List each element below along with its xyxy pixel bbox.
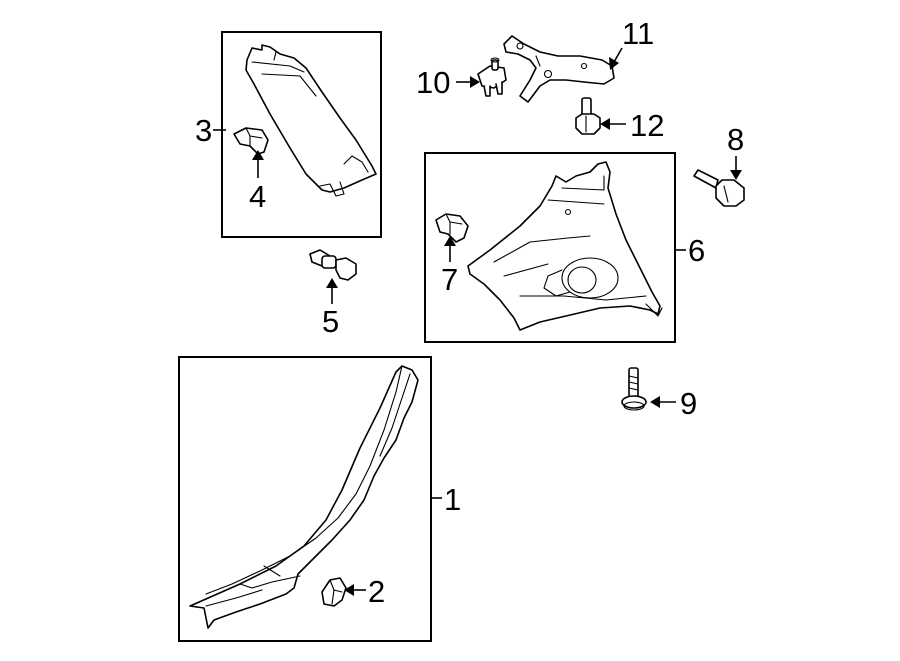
arrow-2: [344, 584, 366, 596]
callout-1: 1: [444, 482, 461, 517]
callout-3: 3: [195, 113, 212, 148]
lower-pillar-trim[interactable]: [189, 365, 419, 629]
screw-9[interactable]: [621, 367, 647, 411]
group-box-3: [221, 31, 382, 238]
bracket-11[interactable]: [503, 35, 615, 103]
group-box-1: [178, 356, 432, 642]
callout-12: 12: [630, 108, 664, 143]
callout-8: 8: [727, 122, 744, 157]
stud-10[interactable]: [477, 57, 507, 97]
arrow-7: [444, 236, 456, 262]
bolt-12[interactable]: [575, 97, 601, 135]
callout-5: 5: [322, 304, 339, 339]
arrow-5: [326, 278, 338, 304]
push-pin-5[interactable]: [309, 249, 357, 281]
callout-6: 6: [688, 233, 705, 268]
arrow-9: [650, 396, 676, 408]
group-box-6: [424, 152, 676, 343]
arrow-11: [609, 47, 623, 70]
callout-2: 2: [368, 574, 385, 609]
callout-10: 10: [416, 65, 450, 100]
callout-11: 11: [622, 16, 654, 51]
clip-4[interactable]: [233, 127, 269, 155]
callout-7: 7: [441, 262, 458, 297]
arrow-10: [456, 76, 480, 88]
clip-2[interactable]: [321, 577, 347, 607]
arrow-8: [730, 156, 742, 180]
bolt-8[interactable]: [693, 169, 745, 207]
arrow-12: [600, 118, 626, 130]
quarter-trim-panel[interactable]: [467, 161, 663, 331]
clip-7[interactable]: [435, 213, 469, 243]
arrow-4: [252, 150, 264, 178]
upper-pillar-trim[interactable]: [245, 44, 377, 197]
callout-4: 4: [249, 179, 266, 214]
callout-9: 9: [680, 386, 697, 421]
